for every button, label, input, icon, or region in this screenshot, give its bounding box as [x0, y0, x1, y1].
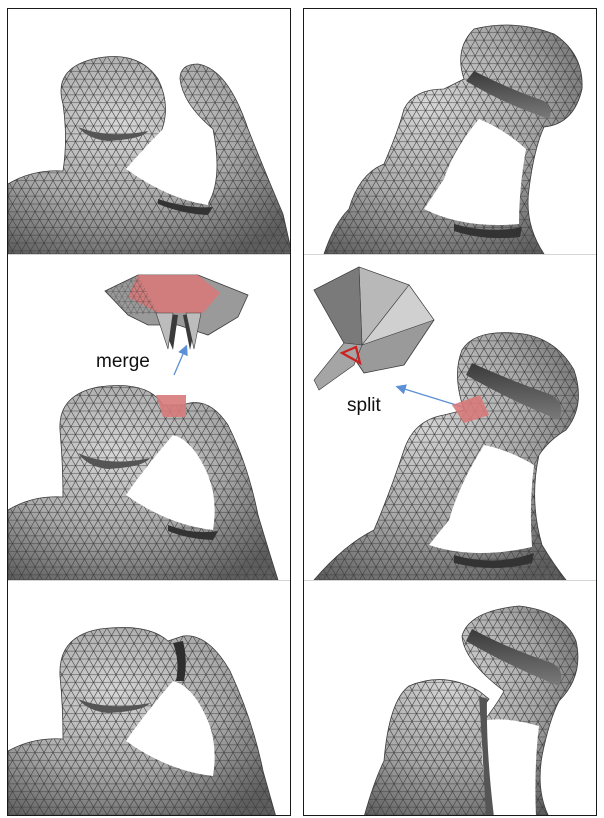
- mesh-before-split: [304, 9, 596, 254]
- mesh-merge-step: merge: [8, 255, 290, 580]
- mesh-after-split-graphic: [304, 581, 596, 816]
- right-column-panel: split: [303, 8, 597, 816]
- split-zoom-inset: [314, 267, 434, 390]
- mesh-before-split-graphic: [304, 9, 596, 254]
- mesh-merge-step-graphic: [8, 255, 290, 580]
- mesh-after-merge: [8, 581, 290, 816]
- left-column-panel: merge: [7, 8, 291, 816]
- split-label: split: [347, 395, 381, 417]
- mesh-split-step-graphic: [304, 255, 596, 580]
- mesh-before-merge-graphic: [8, 9, 290, 254]
- mesh-after-merge-graphic: [8, 581, 290, 816]
- merge-label: merge: [96, 351, 150, 373]
- mesh-before-merge: [8, 9, 290, 254]
- mesh-split-step: split: [304, 255, 596, 580]
- mesh-after-split: [304, 581, 596, 816]
- merge-zoom-inset: [105, 275, 248, 350]
